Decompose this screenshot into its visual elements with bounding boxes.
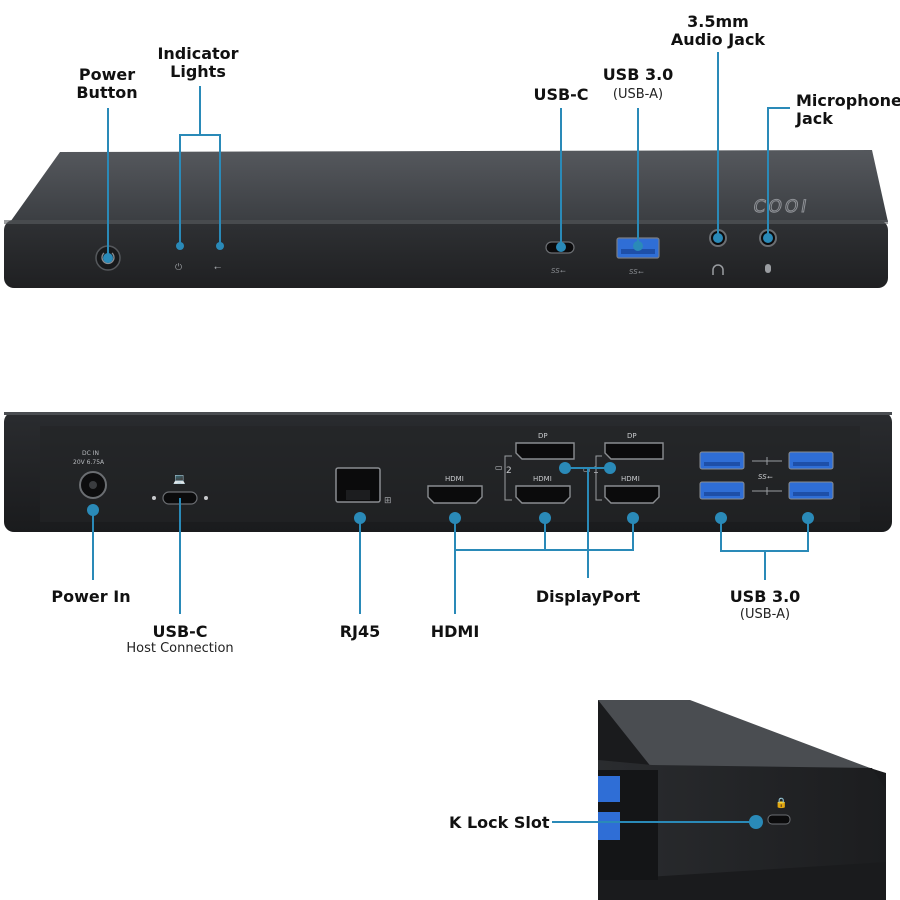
svg-text:⏻: ⏻ <box>175 262 182 273</box>
brand-logo-text: COOI <box>752 197 811 217</box>
svg-text:▭: ▭ <box>583 465 591 474</box>
displayport-2-port-icon <box>515 442 575 460</box>
k-lock-slot-icon <box>767 814 791 825</box>
svg-text:DP: DP <box>627 432 637 440</box>
rear-dock-view: DC IN 20V 6.75A 💻 ⊞ HDMI DP HDMI ▭ 2 DP … <box>4 412 892 532</box>
side-dock-end-face <box>598 760 886 880</box>
microphone-jack-label-line1: Microphone <box>796 91 900 110</box>
svg-text:💻: 💻 <box>173 474 186 485</box>
k-lock-slot-label: K Lock Slot <box>449 813 550 832</box>
svg-text:HDMI: HDMI <box>621 475 640 483</box>
rear-usb-a-ports: SS⭠ <box>699 451 834 500</box>
front-usb3-label: USB 3.0 <box>602 65 674 84</box>
front-usb-c-label: USB-C <box>533 85 589 104</box>
host-usb-c-label: USB-C <box>152 622 208 641</box>
hdmi-1-port-icon <box>604 485 660 504</box>
callout-lines <box>92 52 809 823</box>
host-connection-sub-label: Host Connection <box>126 641 234 656</box>
power-button-label-line1: Power <box>78 65 136 84</box>
rear-usb3-sub-label: (USB-A) <box>739 607 791 622</box>
svg-text:HDMI: HDMI <box>533 475 552 483</box>
callout-dots <box>87 233 814 829</box>
power-button-label-line2: Button <box>76 83 138 102</box>
displayport-1-port-icon <box>604 442 664 460</box>
front-dock-view: COOI ⏻ ⭠ SS⭠ SS⭠ <box>4 150 888 288</box>
dc-in-text-line2: 20V 6.75A <box>73 459 105 466</box>
svg-text:▭: ▭ <box>495 463 503 472</box>
dc-in-text-line1: DC IN <box>82 450 99 457</box>
rj45-label: RJ45 <box>339 622 381 641</box>
svg-text:⭠: ⭠ <box>214 263 221 273</box>
audio-jack-label-line1: 3.5mm <box>687 12 749 31</box>
hdmi-2-port-icon <box>515 485 571 504</box>
hdmi-main-port-icon <box>427 485 483 504</box>
svg-text:2: 2 <box>506 466 512 476</box>
side-dock-view: 🔒 <box>598 700 886 900</box>
rear-usb3-label: USB 3.0 <box>729 587 801 606</box>
svg-text:⊞: ⊞ <box>384 496 392 506</box>
audio-jack-label: 3.5mm Audio Jack <box>663 13 773 49</box>
microphone-jack-label-line2: Jack <box>796 109 833 128</box>
audio-jack-label-line2: Audio Jack <box>670 30 766 49</box>
svg-text:🔒: 🔒 <box>775 797 787 809</box>
indicator-lights-label-line2: Lights <box>170 62 226 81</box>
svg-text:SS⭠: SS⭠ <box>551 267 566 275</box>
indicator-lights-label-line1: Indicator <box>157 44 239 63</box>
front-dock-front-face <box>4 220 888 288</box>
hdmi-label: HDMI <box>430 622 480 641</box>
power-in-label: Power In <box>51 587 131 606</box>
front-dock-top-surface <box>8 150 888 225</box>
displayport-label: DisplayPort <box>535 587 641 606</box>
svg-text:SS⭠: SS⭠ <box>758 473 773 481</box>
svg-text:SS⭠: SS⭠ <box>629 268 644 276</box>
front-usb3-sub-label: (USB-A) <box>612 87 664 102</box>
indicator-lights-label: Indicator Lights <box>152 45 244 81</box>
microphone-jack-label: Microphone Jack <box>796 91 900 128</box>
hdmi-main-text: HDMI <box>445 475 464 483</box>
power-button-label: Power Button <box>72 66 142 102</box>
svg-text:DP: DP <box>538 432 548 440</box>
